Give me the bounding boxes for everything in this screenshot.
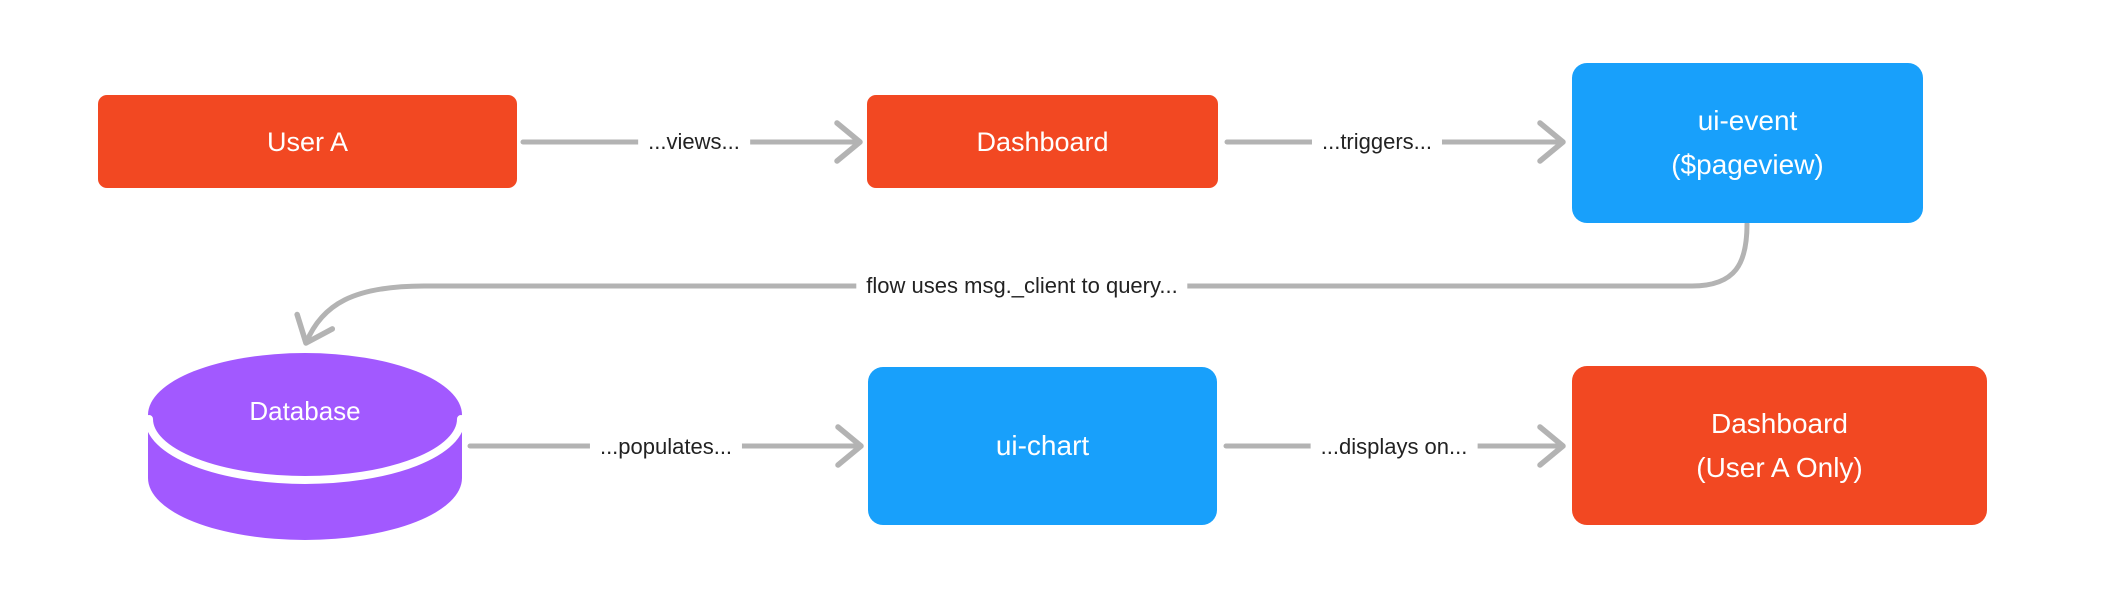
connector-label-displays-on: ...displays on... bbox=[1310, 432, 1478, 462]
database-cylinder-body bbox=[148, 420, 462, 540]
node-ui-chart[interactable]: ui-chart bbox=[868, 367, 1217, 525]
database-cylinder-top bbox=[148, 353, 462, 477]
node-ui-event[interactable]: ui-event ($pageview) bbox=[1572, 63, 1923, 223]
connector-label-triggers: ...triggers... bbox=[1311, 127, 1443, 157]
node-dashboard-user-a-only-label: Dashboard bbox=[1711, 407, 1848, 439]
node-database-label: Database bbox=[249, 395, 361, 426]
node-database-cylinder[interactable] bbox=[145, 353, 465, 540]
node-ui-chart-label: ui-chart bbox=[995, 430, 1090, 461]
connector-label-flow-query: flow uses msg._client to query... bbox=[856, 271, 1188, 301]
connector-label-populates: ...populates... bbox=[589, 432, 743, 462]
node-user-a-label: User A bbox=[266, 126, 349, 157]
node-dashboard[interactable]: Dashboard bbox=[867, 95, 1218, 188]
node-ui-event-sublabel: ($pageview) bbox=[1671, 149, 1824, 180]
node-dashboard-label: Dashboard bbox=[976, 126, 1109, 157]
node-ui-event-label: ui-event bbox=[1697, 105, 1798, 136]
node-dashboard-user-a-only-sublabel: (User A Only) bbox=[1696, 451, 1863, 483]
database-cylinder-stripe bbox=[145, 415, 465, 484]
node-dashboard-user-a-only[interactable]: Dashboard (User A Only) bbox=[1572, 366, 1987, 525]
connector-label-views: ...views... bbox=[638, 127, 750, 157]
node-user-a[interactable]: User A bbox=[98, 95, 517, 188]
connector-flow-query-arrow[interactable] bbox=[294, 221, 1750, 346]
